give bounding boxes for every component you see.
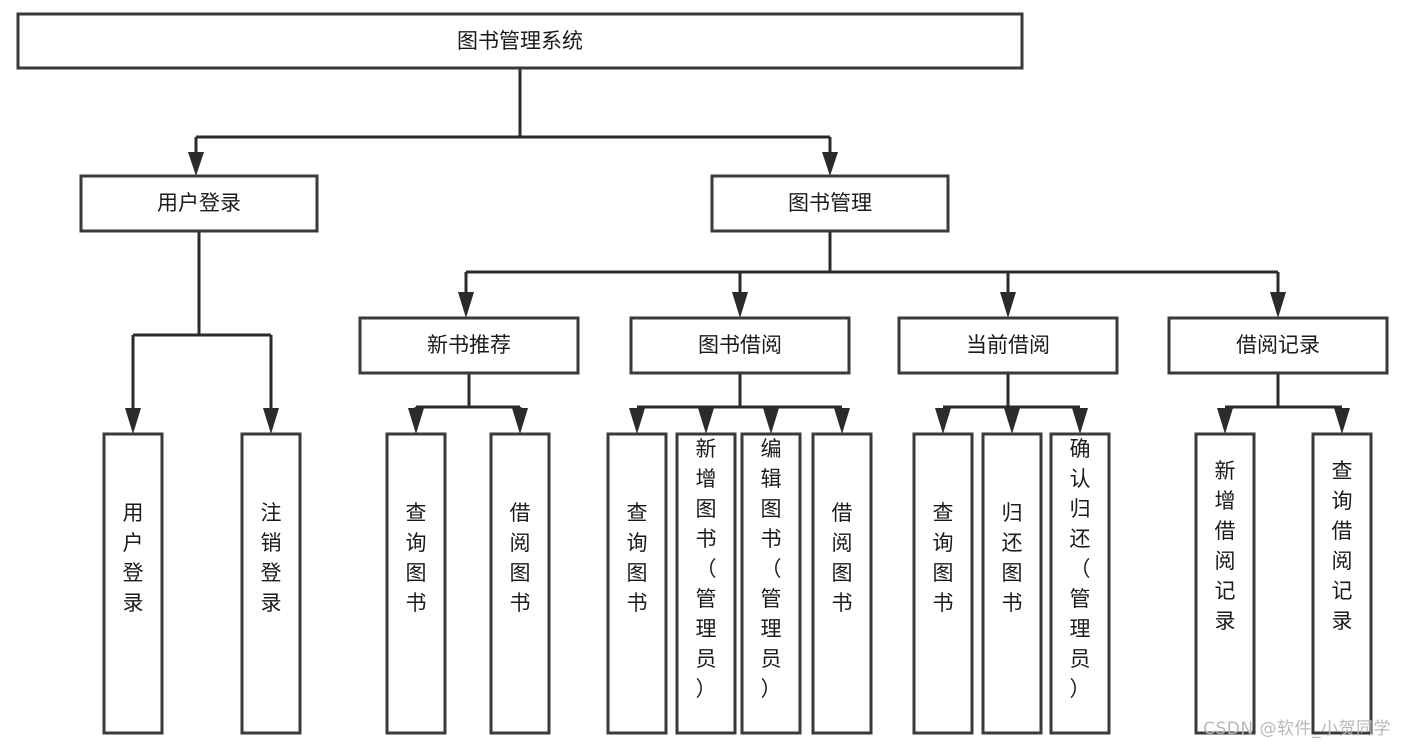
leaf-query-borrow-record-label: 查询借阅记录 bbox=[1332, 459, 1353, 633]
leaf-borrow-book[interactable]: 借阅图书 bbox=[811, 432, 873, 735]
node-new-book-recommend-box[interactable] bbox=[358, 316, 580, 375]
leaf-logout[interactable]: 注销登录 bbox=[240, 432, 302, 735]
leaf-return-book[interactable]: 归还图书 bbox=[981, 432, 1043, 735]
node-user-login-box[interactable] bbox=[79, 174, 319, 233]
leaf-add-borrow-record-label: 新增借阅记录 bbox=[1215, 459, 1236, 633]
node-root-box[interactable] bbox=[16, 12, 1024, 70]
node-user-login[interactable]: 用户登录 bbox=[79, 174, 319, 233]
node-new-book-recommend-label: 新书推荐 bbox=[427, 333, 511, 357]
leaf-confirm-return-admin[interactable]: 确认归还（管理员） bbox=[1049, 432, 1111, 735]
node-root[interactable]: 图书管理系统 bbox=[16, 12, 1024, 70]
arrow-user-leaf-2 bbox=[263, 408, 279, 434]
leaf-return-book-label: 归还图书 bbox=[1002, 501, 1023, 615]
node-book-management[interactable]: 图书管理 bbox=[710, 174, 950, 233]
arrow-user-leaf-1 bbox=[125, 408, 141, 434]
leaf-add-borrow-record-box[interactable] bbox=[1194, 432, 1256, 735]
node-current-borrow-box[interactable] bbox=[897, 316, 1119, 375]
leaf-query-book-borrow-box[interactable] bbox=[606, 432, 668, 735]
node-borrow-record[interactable]: 借阅记录 bbox=[1167, 316, 1389, 375]
leaf-confirm-return-admin-label: 确认归还（管理员） bbox=[1070, 437, 1091, 701]
leaf-add-book-admin[interactable]: 新增图书（管理员） bbox=[675, 432, 737, 735]
arrow-bookmgmt-child-2 bbox=[732, 292, 748, 318]
leaf-query-book-borrow-label: 查询图书 bbox=[627, 501, 648, 615]
arrow-bookmgmt-child-4 bbox=[1270, 292, 1286, 318]
node-borrow-record-label: 借阅记录 bbox=[1236, 333, 1320, 357]
leaf-user-login-box[interactable] bbox=[102, 432, 164, 735]
leaf-borrow-book-newbook[interactable]: 借阅图书 bbox=[489, 432, 551, 735]
arrow-bookmgmt-child-1 bbox=[458, 292, 474, 318]
leaf-query-book-current-label: 查询图书 bbox=[933, 501, 954, 615]
leaf-add-borrow-record[interactable]: 新增借阅记录 bbox=[1194, 432, 1256, 735]
leaf-user-login-label: 用户登录 bbox=[123, 501, 144, 615]
arrow-newbook-leaf-2 bbox=[512, 408, 528, 434]
leaf-query-borrow-record-box[interactable] bbox=[1311, 432, 1373, 735]
leaf-query-book-current[interactable]: 查询图书 bbox=[912, 432, 974, 735]
arrow-borrow-leaf-1 bbox=[629, 408, 645, 434]
leaf-edit-book-admin-label: 编辑图书（管理员） bbox=[761, 437, 782, 701]
arrow-borrow-leaf-3 bbox=[763, 408, 779, 434]
node-new-book-recommend[interactable]: 新书推荐 bbox=[358, 316, 580, 375]
arrow-root-to-bookmgmt bbox=[822, 152, 838, 176]
node-book-borrow-label: 图书借阅 bbox=[698, 333, 782, 357]
leaf-confirm-return-admin-box[interactable] bbox=[1049, 432, 1111, 735]
node-current-borrow-label: 当前借阅 bbox=[966, 333, 1050, 357]
arrow-borrow-leaf-2 bbox=[698, 408, 714, 434]
node-book-management-label: 图书管理 bbox=[788, 191, 872, 215]
arrow-borrow-leaf-4 bbox=[834, 408, 850, 434]
node-borrow-record-box[interactable] bbox=[1167, 316, 1389, 375]
leaf-query-borrow-record[interactable]: 查询借阅记录 bbox=[1311, 432, 1373, 735]
leaf-borrow-book-newbook-box[interactable] bbox=[489, 432, 551, 735]
node-root-label: 图书管理系统 bbox=[457, 29, 583, 53]
node-user-login-label: 用户登录 bbox=[157, 191, 241, 215]
node-book-borrow[interactable]: 图书借阅 bbox=[629, 316, 851, 375]
leaf-query-book-newbook-box[interactable] bbox=[385, 432, 447, 735]
arrow-record-leaf-1 bbox=[1217, 408, 1233, 434]
leaf-query-book-newbook-label: 查询图书 bbox=[406, 501, 427, 615]
arrow-current-leaf-3 bbox=[1072, 408, 1088, 434]
leaf-add-book-admin-box[interactable] bbox=[675, 432, 737, 735]
leaf-user-login[interactable]: 用户登录 bbox=[102, 432, 164, 735]
leaf-logout-box[interactable] bbox=[240, 432, 302, 735]
leaf-edit-book-admin[interactable]: 编辑图书（管理员） bbox=[740, 432, 802, 735]
connector-layer bbox=[125, 68, 1350, 434]
node-book-management-box[interactable] bbox=[710, 174, 950, 233]
leaf-query-book-newbook[interactable]: 查询图书 bbox=[385, 432, 447, 735]
arrow-current-leaf-1 bbox=[935, 408, 951, 434]
leaf-borrow-book-box[interactable] bbox=[811, 432, 873, 735]
node-book-borrow-box[interactable] bbox=[629, 316, 851, 375]
leaf-borrow-book-newbook-label: 借阅图书 bbox=[510, 501, 531, 615]
leaf-return-book-box[interactable] bbox=[981, 432, 1043, 735]
leaf-borrow-book-label: 借阅图书 bbox=[832, 501, 853, 615]
arrow-current-leaf-2 bbox=[1004, 408, 1020, 434]
arrow-newbook-leaf-1 bbox=[408, 408, 424, 434]
csdn-watermark: CSDN @软件_小贺同学 bbox=[1203, 719, 1391, 739]
leaf-add-book-admin-label: 新增图书（管理员） bbox=[696, 437, 717, 701]
arrow-record-leaf-2 bbox=[1334, 408, 1350, 434]
leaf-query-book-current-box[interactable] bbox=[912, 432, 974, 735]
arrow-bookmgmt-child-3 bbox=[1000, 292, 1016, 318]
leaf-query-book-borrow[interactable]: 查询图书 bbox=[606, 432, 668, 735]
arrow-root-to-user bbox=[188, 152, 204, 176]
node-current-borrow[interactable]: 当前借阅 bbox=[897, 316, 1119, 375]
leaf-edit-book-admin-box[interactable] bbox=[740, 432, 802, 735]
leaf-logout-label: 注销登录 bbox=[261, 501, 282, 615]
